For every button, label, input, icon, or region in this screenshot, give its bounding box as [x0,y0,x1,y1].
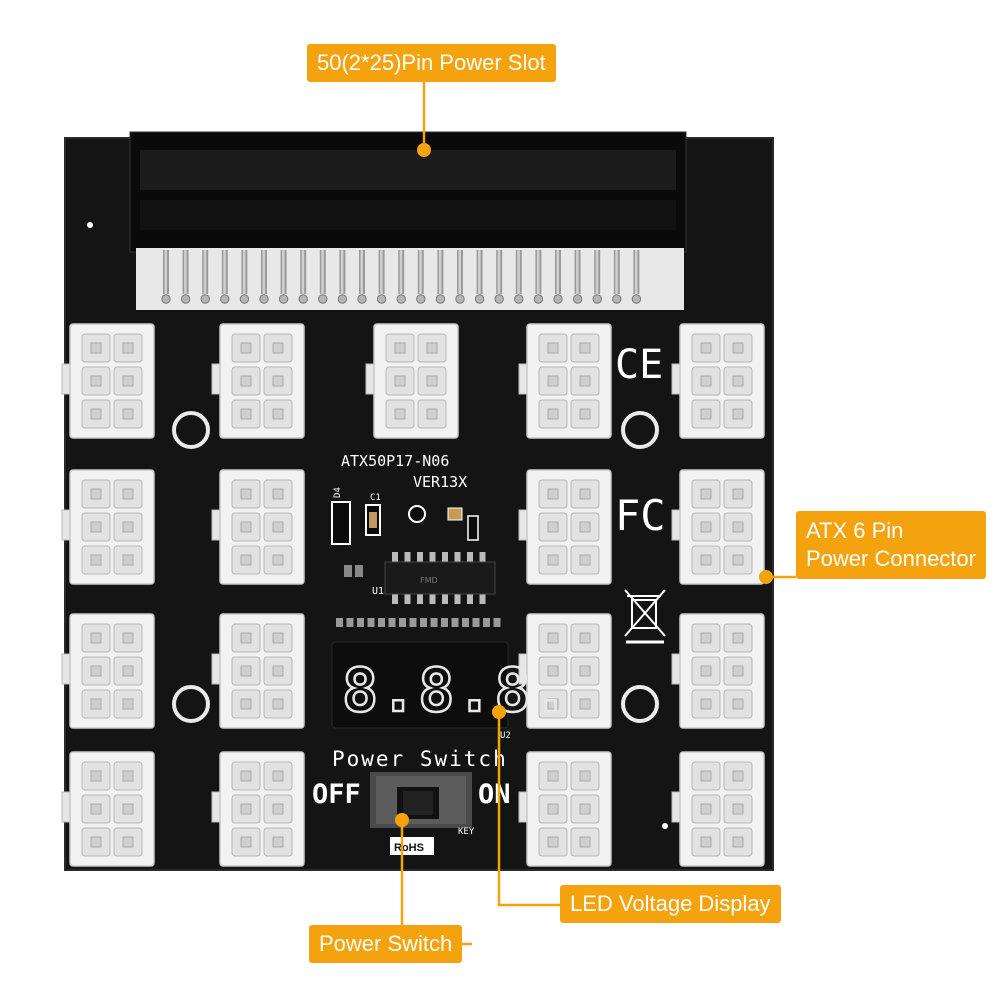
atx-6pin-connector [671,469,765,585]
atx-connectors [61,323,765,867]
atx-6pin-connector [211,469,305,585]
callout-atx-line1: ATX 6 Pin [806,518,904,543]
atx-6pin-connector [671,323,765,439]
atx-6pin-connector [61,469,155,585]
power-slot [129,131,687,310]
svg-text:C1: C1 [370,493,381,503]
u2-label: U2 [500,731,511,741]
atx-6pin-connector [518,751,612,867]
atx-6pin-connector [211,613,305,729]
atx-6pin-connector [61,613,155,729]
board-model-label: ATX50P17-N06 [341,452,449,470]
svg-text:FMD: FMD [420,576,438,585]
resistor-row [336,618,501,627]
atx-6pin-connector [365,323,459,439]
mounting-holes [172,411,659,723]
weee-bin-icon [624,589,666,644]
board-version-label: VER13X [413,473,467,491]
callout-dots [395,143,773,827]
atx-6pin-connector [211,323,305,439]
atx-6pin-connector [671,751,765,867]
key-label: KEY [458,827,475,837]
atx-6pin-connector [61,751,155,867]
switch-off-label: OFF [312,779,361,810]
atx-6pin-connector [671,613,765,729]
led-digits: 8.8.8. [342,656,571,726]
switch-on-label: ON [478,779,511,810]
callout-atx-line2: Power Connector [806,546,976,571]
ce-mark: CE [615,342,663,388]
atx-6pin-connector [518,323,612,439]
callout-atx-connector: ATX 6 Pin Power Connector [796,511,986,579]
mounting-dot [87,222,93,228]
power-switch-title: Power Switch [332,747,508,771]
fc-mark: FC [615,491,666,540]
atx-6pin-connector [518,613,612,729]
callout-power-switch: Power Switch [309,925,463,963]
u1-label: U1 [372,586,384,597]
atx-6pin-connector [211,751,305,867]
slot-pins [161,250,642,304]
smd-components [331,501,479,577]
svg-text:D4: D4 [333,487,343,498]
led-voltage-display: 8.8.8. [331,641,571,729]
callout-led-display: LED Voltage Display [560,885,781,923]
power-switch [370,772,472,828]
callout-power-slot: 50(2*25)Pin Power Slot [307,44,556,82]
atx-6pin-connector [518,469,612,585]
atx-6pin-connector [61,323,155,439]
rohs-mark: RoHS [394,842,424,854]
ic-chip: FMD [384,552,496,604]
